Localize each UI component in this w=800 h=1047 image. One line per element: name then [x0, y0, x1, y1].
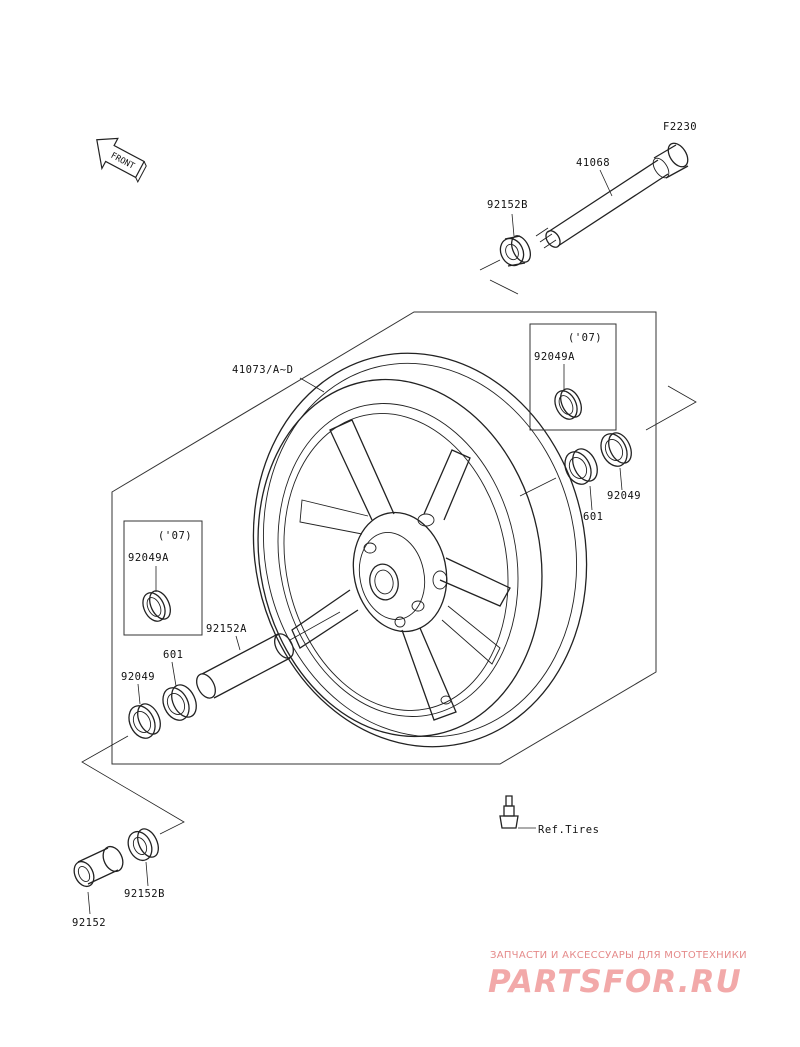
left-seal-alt-part	[142, 590, 171, 622]
axle-part	[535, 142, 689, 249]
collar-top-right-part	[499, 235, 532, 267]
collar-bottom-b-part	[127, 828, 159, 862]
spacer-label: 92152A	[206, 623, 247, 635]
watermark-tagline: ЗАПЧАСТИ И АКСЕССУАРЫ ДЛЯ МОТОТЕХНИКИ	[490, 950, 747, 961]
left-bearing-part	[162, 684, 197, 721]
wheel-label: 41073/A~D	[232, 364, 293, 376]
right-seal-option-frame	[529, 323, 617, 431]
left-year-note: ('07)	[158, 530, 192, 542]
front-wheel-part	[252, 352, 588, 748]
left-seal-option-frame	[123, 520, 203, 636]
right-seal-label: 92049	[607, 490, 641, 502]
diagram-code: F2230	[663, 121, 697, 133]
collar-bottom-label: 92152	[72, 917, 106, 929]
left-seal-alt-label: 92049A	[128, 552, 169, 564]
watermark-logo: PARTSFOR.RU	[488, 964, 742, 1000]
right-seal-alt-label: 92049A	[534, 351, 575, 363]
collar-top-right-label: 92152B	[487, 199, 528, 211]
collar-bottom-part	[73, 845, 124, 888]
right-bearing-part	[564, 448, 598, 485]
axle-label: 41068	[576, 157, 610, 169]
right-bearing-label: 601	[583, 511, 603, 523]
left-seal-label: 92049	[121, 671, 155, 683]
left-bearing-label: 601	[163, 649, 183, 661]
wheel-assembly-frame	[111, 311, 657, 765]
right-year-note: ('07)	[568, 332, 602, 344]
left-seal-part	[128, 703, 161, 739]
spacer-part	[196, 633, 294, 699]
front-arrow-icon: FRONT	[96, 137, 147, 184]
tire-valve-part	[499, 795, 519, 829]
right-seal-part	[600, 432, 632, 467]
right-seal-alt-part	[554, 388, 582, 420]
collar-bottom-b-label: 92152B	[124, 888, 165, 900]
valve-ref-label: Ref.Tires	[538, 824, 599, 836]
